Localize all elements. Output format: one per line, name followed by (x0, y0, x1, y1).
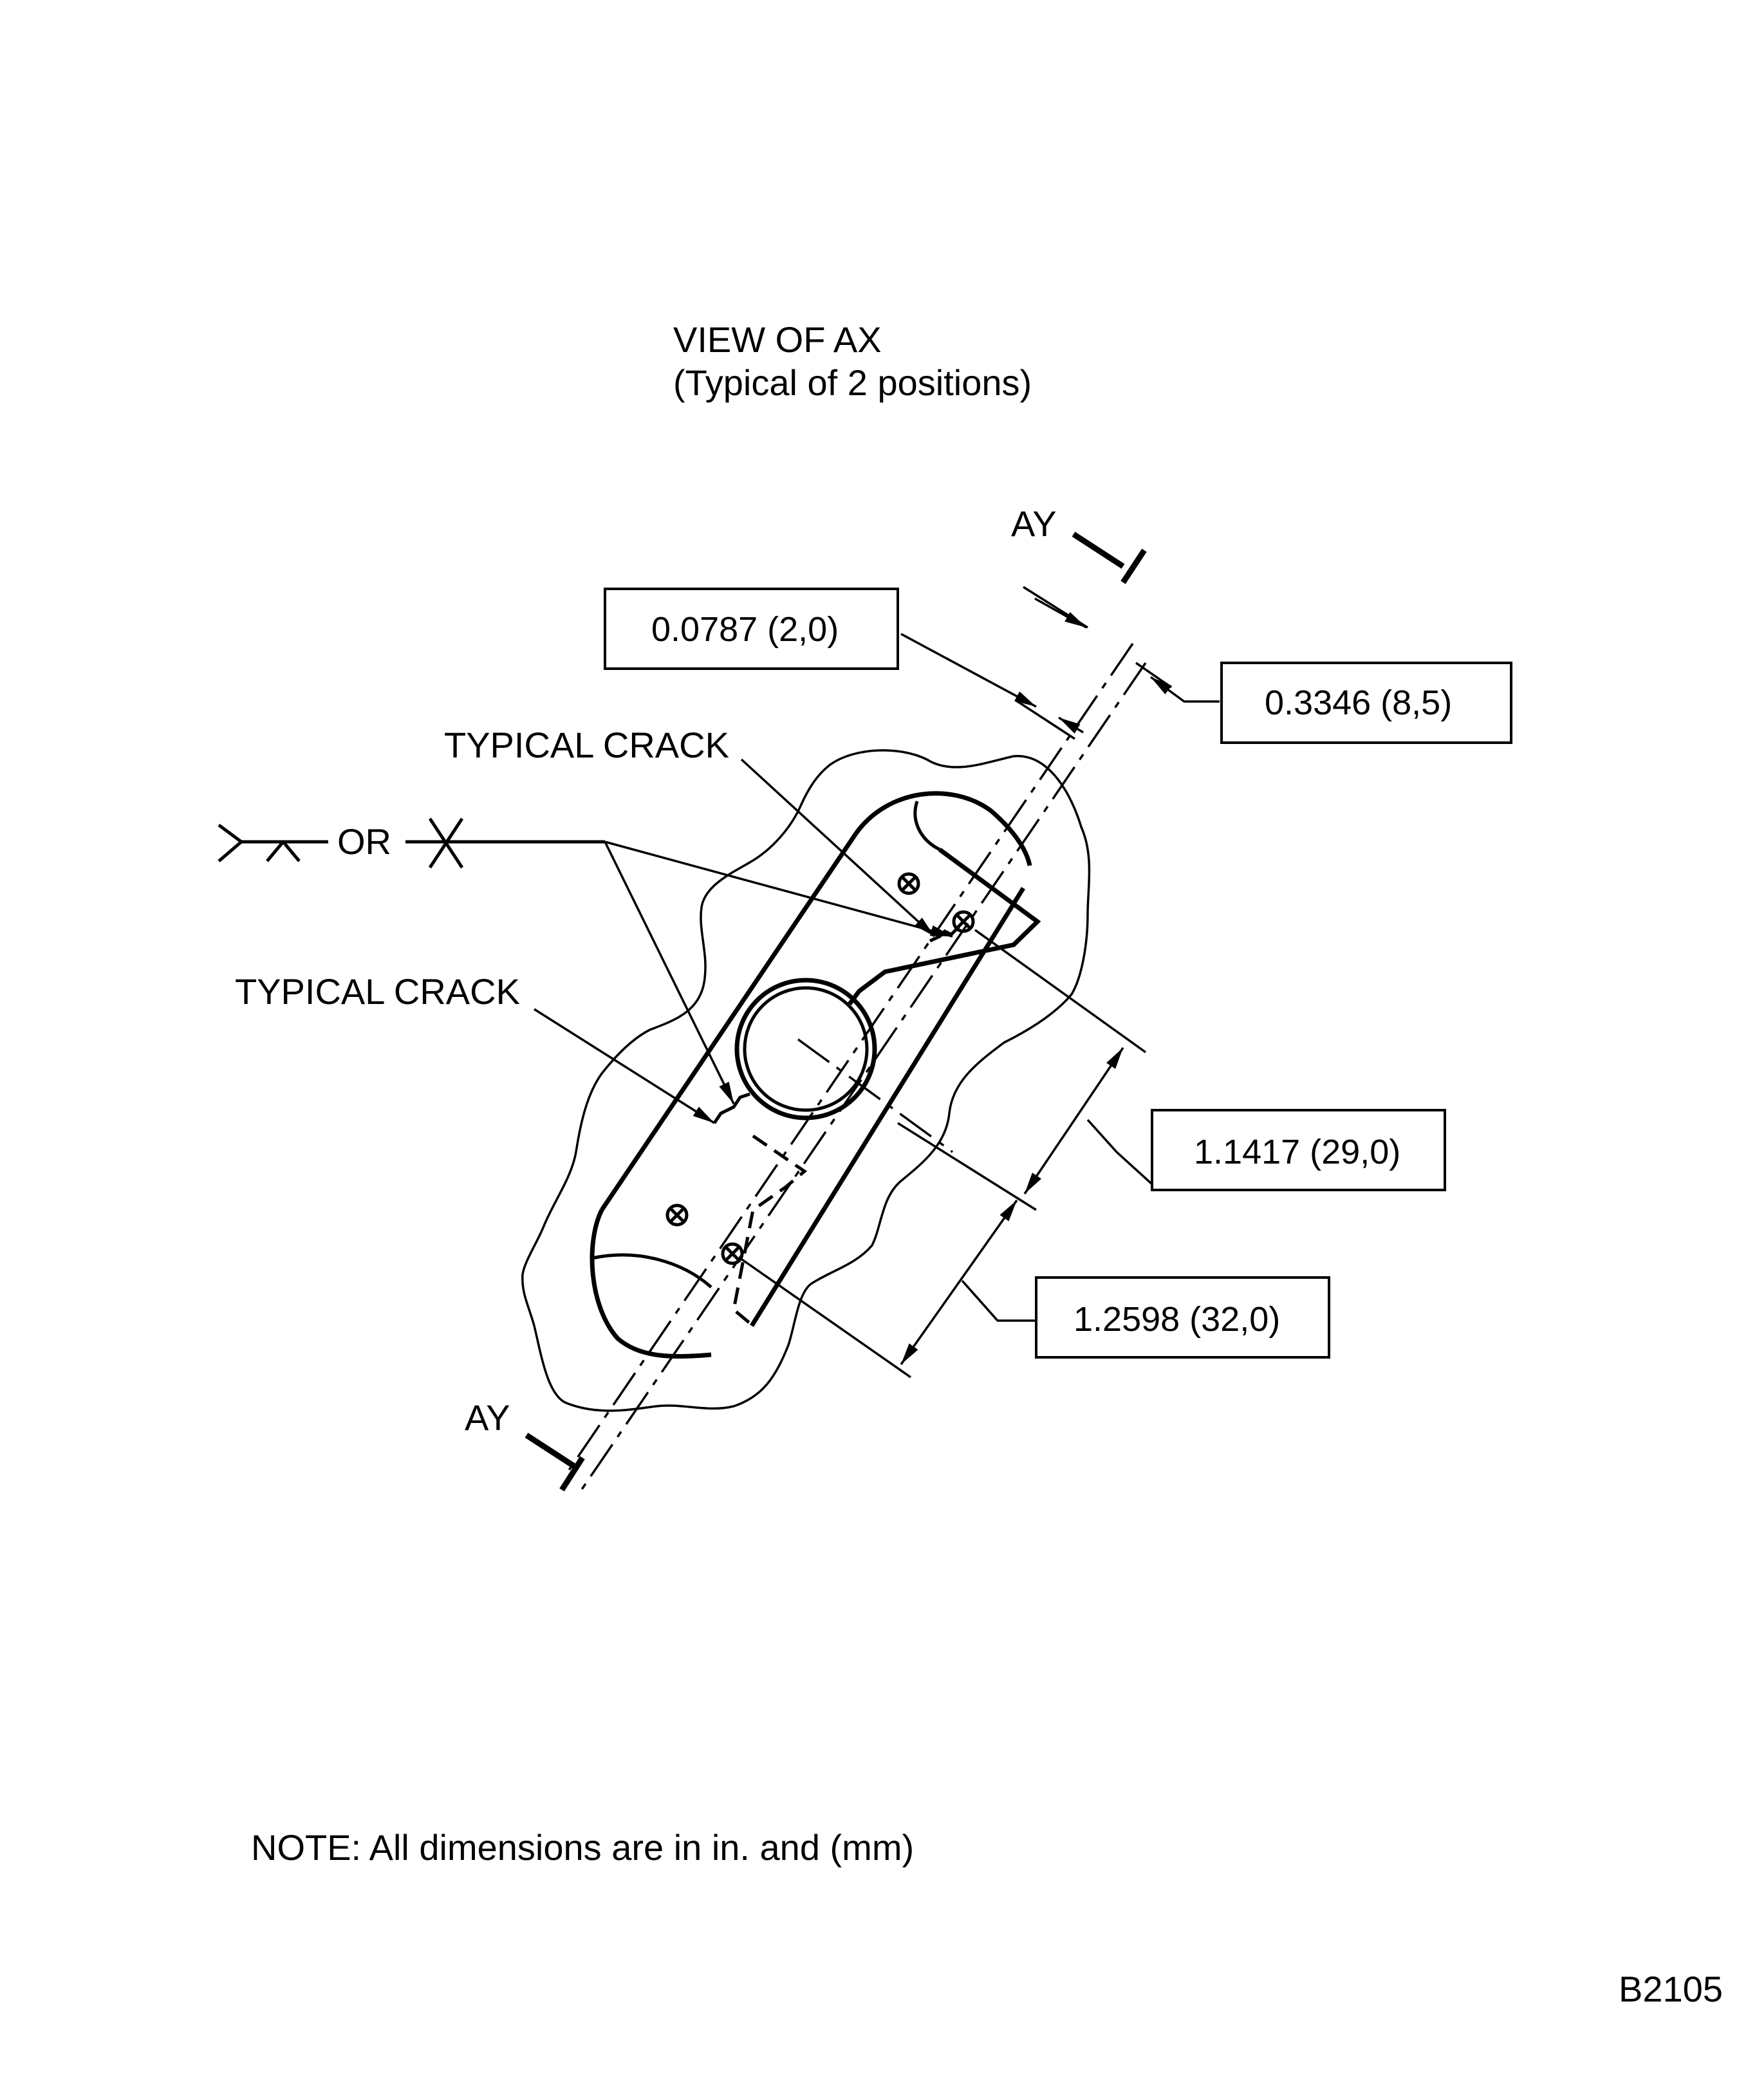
dim-line-1417 (1023, 1047, 1124, 1194)
marker-1 (897, 872, 920, 895)
crack-label-lower: TYPICAL CRACK (235, 971, 520, 1012)
part-lower-inner (591, 1253, 712, 1288)
dim-box-1417 (1151, 1109, 1446, 1191)
section-end-bottom (559, 1456, 585, 1492)
crack-label-upper: TYPICAL CRACK (444, 725, 729, 765)
ext-line-top-c (1135, 662, 1172, 689)
dim-box-3346 (1220, 662, 1512, 744)
view-title: VIEW OF AX (673, 319, 882, 360)
part-edge-right (750, 887, 1025, 1327)
part-edge-left (600, 832, 858, 1211)
section-label-top: AY (1011, 503, 1057, 544)
dim-leader-3346 (1149, 676, 1220, 703)
section-arrow-top (1072, 532, 1125, 569)
ext-line-1259-b (739, 1257, 912, 1379)
weld-or-text: OR (337, 821, 391, 862)
upper-notch (848, 848, 1041, 1006)
part-upper-inner (913, 801, 941, 851)
dim-text-1259: 1.2598 (32,0) (1074, 1300, 1280, 1339)
section-label-bottom: AY (465, 1397, 510, 1438)
section-line-ay (565, 643, 1134, 1474)
marker-2 (952, 910, 975, 933)
center-hole-inner (743, 986, 869, 1112)
part-end-upper (854, 791, 1032, 866)
figure-id: B2105 (1619, 1969, 1723, 2009)
offset-centerline (578, 662, 1147, 1494)
break-outline (521, 749, 1091, 1412)
dim-leader-1417 (1086, 1119, 1153, 1185)
dim-text-1417: 1.1417 (29,0) (1194, 1133, 1400, 1171)
section-arrow-bottom (525, 1433, 578, 1470)
weld-leader-1 (604, 841, 953, 938)
view-subtitle: (Typical of 2 positions) (673, 362, 1032, 403)
units-note: NOTE: All dimensions are in in. and (mm) (251, 1827, 914, 1868)
ext-line-top-b (1015, 699, 1075, 740)
dim-line-3346 (1034, 597, 1087, 629)
weld-symbol-left (218, 823, 328, 862)
weld-leader-2 (604, 841, 735, 1104)
part-end-lower (590, 1209, 712, 1359)
dim-leader-1259 (961, 1279, 1035, 1322)
crack-leader-upper (740, 758, 936, 938)
dim-line-0787 (900, 633, 1037, 708)
crack-leader-lower (534, 1008, 715, 1124)
dim-text-0787: 0.0787 (2,0) (651, 610, 839, 649)
weld-symbol-right (405, 817, 605, 869)
cross-centerline (797, 1038, 954, 1153)
dim-text-3346: 0.3346 (8,5) (1265, 683, 1452, 722)
ext-line-top-a (1023, 586, 1088, 629)
dim-line-0787-b (1058, 716, 1084, 734)
ext-line-1417-b (897, 1122, 1037, 1211)
ext-line-1417-a (974, 929, 1147, 1054)
section-end-top (1120, 548, 1147, 584)
dim-line-1259 (900, 1199, 1018, 1366)
marker-4 (721, 1242, 744, 1265)
crack-lower (712, 1092, 750, 1124)
marker-3 (665, 1203, 689, 1227)
lower-notch (732, 1134, 808, 1327)
center-hole-outer (734, 978, 877, 1120)
dim-box-1259 (1035, 1276, 1330, 1359)
dim-box-0787 (604, 588, 899, 670)
